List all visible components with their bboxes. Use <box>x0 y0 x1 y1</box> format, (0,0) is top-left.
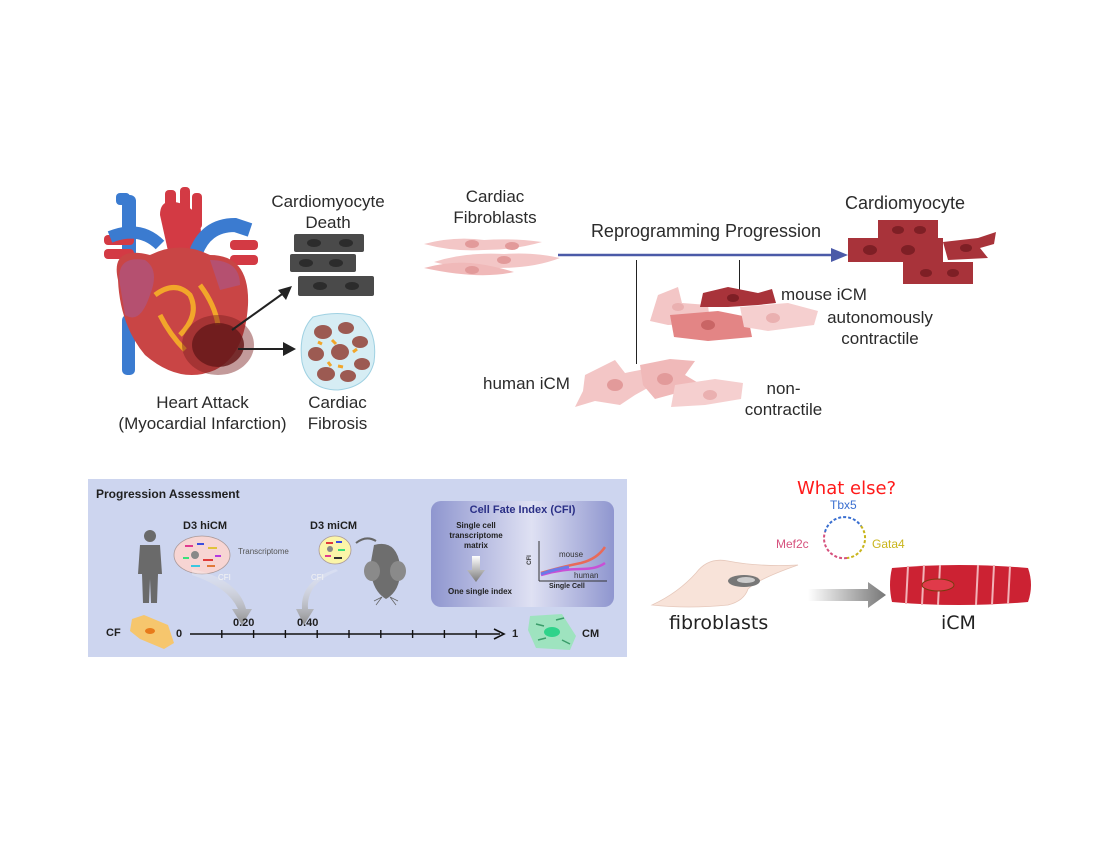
gene-tbx5: Tbx5 <box>830 498 857 512</box>
axis-mark-020: 0.20 <box>233 617 255 629</box>
conversion-arrow <box>808 582 886 608</box>
cfi-arrow-label-1: CFI <box>218 573 231 582</box>
icm-label: iCM <box>941 612 976 634</box>
heart-arrows <box>231 286 296 356</box>
dead-cardiomyocytes-icon <box>290 234 374 296</box>
cfi-down-arrow-icon <box>467 556 485 582</box>
cm-label: CM <box>582 628 600 640</box>
cfi-arrow-hicm <box>192 569 252 625</box>
human-icm-note: non-contractile <box>744 379 823 419</box>
axis-mark-040: 0.40 <box>297 617 319 629</box>
cfi-axis <box>190 628 506 640</box>
heart-illustration <box>104 187 258 375</box>
mini-chart-legend-human: human <box>574 571 599 580</box>
mini-chart-human-line <box>540 561 606 577</box>
progression-assessment-panel: Progression Assessment D3 hiCM Transcrip… <box>88 479 627 657</box>
cfi-definition-box: Cell Fate Index (CFI) Single cell transc… <box>431 501 614 607</box>
mini-chart-ylabel: CFI <box>526 555 533 565</box>
axis-max-label: 1 <box>512 628 519 640</box>
axis-min-label: 0 <box>176 628 183 640</box>
reprogramming-progression-label: Reprogramming Progression <box>590 221 822 241</box>
gene-gata4: Gata4 <box>872 537 905 551</box>
mini-chart-xlabel: Single Cell <box>549 583 585 590</box>
assessment-title: Progression Assessment <box>96 487 240 501</box>
human-icm-label: human iCM <box>483 374 570 393</box>
what-else-question: What else? <box>797 478 897 499</box>
progression-arrowhead <box>831 248 848 262</box>
cfi-mini-chart <box>538 541 607 582</box>
transcriptome-label: Transcriptome <box>238 547 289 556</box>
cfi-result-text: One single index <box>447 587 512 596</box>
arrowhead-death <box>278 286 292 300</box>
cf-label: CF <box>106 627 121 639</box>
cfi-input-text: Single cell transcriptome matrix <box>449 521 503 550</box>
mouse-icon <box>355 537 406 606</box>
progression-arrow <box>558 248 848 262</box>
axis-arrowhead <box>493 628 506 640</box>
gene-mef2c: Mef2c <box>776 537 809 551</box>
cfi-arrows <box>192 569 338 625</box>
human-marker-line <box>636 260 637 364</box>
arrow-to-death <box>231 291 286 331</box>
cardiac-fibroblasts-icon <box>424 238 560 276</box>
fibroblasts-label: fibroblasts <box>669 612 769 634</box>
cfi-arrow-label-2: CFI <box>311 573 324 582</box>
arrowhead-fibrosis <box>283 342 296 356</box>
icm-cell-icon <box>890 564 1031 606</box>
fibroblast-cell-icon <box>650 559 799 608</box>
human-silhouette-icon <box>138 530 162 603</box>
cf-cell-icon <box>130 615 174 649</box>
mouse-marker-line <box>739 260 740 292</box>
plasmid-icon <box>823 516 867 560</box>
micm-cell-icon <box>318 535 352 565</box>
human-icm-cells-icon <box>575 359 743 407</box>
micm-label: D3 miCM <box>310 520 358 532</box>
hicm-cell-icon <box>173 535 231 575</box>
cm-cell-icon <box>528 614 576 650</box>
mouse-icm-label: mouse iCM <box>781 285 867 304</box>
cardiac-fibrosis-icon <box>300 313 376 391</box>
mini-chart-legend-mouse: mouse <box>559 550 584 559</box>
hicm-label: D3 hiCM <box>183 520 227 532</box>
cardiomyocyte-label: Cardiomyocyte <box>844 193 966 213</box>
heart-attack-label: Heart Attack(Myocardial Infarction) <box>118 393 287 433</box>
cfi-title: Cell Fate Index (CFI) <box>469 504 576 516</box>
mouse-icm-cells-icon <box>650 287 818 341</box>
cardiomyocytes-icon <box>848 220 996 284</box>
cfi-arrow-micm <box>296 569 338 625</box>
